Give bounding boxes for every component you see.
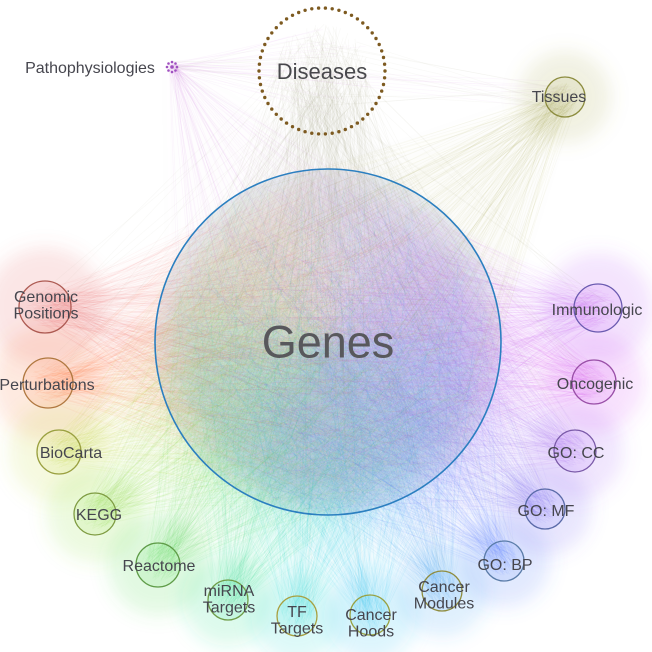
node-label-tissues: Tissues — [532, 89, 587, 106]
edge-bundle-mirna_targets — [165, 171, 493, 615]
glow-immunologic — [542, 252, 652, 364]
haze-layer — [0, 51, 652, 652]
edge-bundle-go_cc — [164, 171, 591, 513]
node-label-mirna_targets: Targets — [203, 600, 255, 617]
node-label-tf_targets: Targets — [271, 621, 323, 638]
node-tf_targets[interactable] — [276, 595, 318, 637]
node-label-go_bp: GO: BP — [477, 557, 532, 574]
edge-bundle-diseases — [38, 23, 610, 631]
node-label-perturbations: Perturbations — [0, 377, 95, 394]
node-label-kegg: KEGG — [76, 507, 122, 524]
node-label-oncogenic: Oncogenic — [557, 376, 634, 393]
edge-bundle-immunologic — [162, 172, 616, 513]
node-label-genomic_positions: Positions — [14, 306, 79, 323]
node-label-go_mf: GO: MF — [518, 503, 575, 520]
edge-bundle-go_bp — [159, 175, 519, 576]
fan-immunologic — [306, 170, 598, 514]
node-label-mirna_targets: miRNA — [204, 583, 255, 600]
edge-layer — [26, 23, 616, 631]
node-genomic_positions[interactable] — [18, 280, 72, 334]
node-immunologic[interactable] — [573, 283, 623, 333]
node-label-cancer_hoods: Cancer — [345, 607, 397, 624]
edge-bundle-biocarta — [42, 171, 496, 509]
node-label-pathophysiologies: Pathophysiologies — [25, 60, 155, 77]
node-label-reactome: Reactome — [123, 558, 196, 575]
node-label-biocarta: BioCarta — [40, 445, 102, 462]
edge-bundle-oncogenic — [158, 170, 611, 513]
edge-bundle-cancer_modules — [168, 170, 495, 606]
node-label-tf_targets: TF — [287, 604, 307, 621]
node-label-cancer_modules: Modules — [414, 596, 474, 613]
edge-bundle-perturbations — [30, 175, 495, 506]
node-label-go_cc: GO: CC — [548, 445, 605, 462]
node-go_cc[interactable] — [553, 429, 597, 473]
node-kegg[interactable] — [73, 492, 117, 536]
center-node[interactable] — [154, 168, 502, 516]
node-oncogenic[interactable] — [571, 359, 617, 405]
node-perturbations[interactable] — [22, 357, 74, 409]
node-label-genomic_positions: Genomic — [14, 289, 78, 306]
edge-bundle-cancer_hoods — [165, 171, 496, 630]
label-layer: Genes Pathophysiologies DiseasesTissuesGen… — [0, 59, 642, 641]
node-label-diseases: Diseases — [277, 59, 367, 84]
node-diseases[interactable] — [257, 6, 387, 136]
node-label-cancer_modules: Cancer — [418, 579, 470, 596]
node-biocarta[interactable] — [36, 429, 82, 475]
glow-mirna_targets — [182, 554, 274, 646]
node-pathophysiologies[interactable] — [165, 60, 179, 74]
node-go_mf[interactable] — [524, 488, 566, 530]
node-layer — [18, 6, 623, 637]
glow-tf_targets — [251, 570, 343, 652]
node-label-cancer_hoods: Hoods — [348, 624, 394, 641]
node-label-immunologic: Immunologic — [552, 302, 643, 319]
node-mirna_targets[interactable] — [207, 579, 249, 621]
edge-bundle-pathophysiologies — [167, 28, 572, 516]
center-node-label: Genes — [262, 316, 395, 367]
node-cancer_hoods[interactable] — [349, 594, 391, 636]
edge-bundle-tissues — [159, 82, 580, 508]
node-cancer_modules[interactable] — [421, 570, 463, 612]
node-tissues[interactable] — [544, 76, 586, 118]
edge-bundle-tf_targets — [161, 180, 501, 631]
node-go_bp[interactable] — [483, 540, 525, 582]
edge-bundle-go_mf — [161, 171, 560, 524]
glow-tissues — [519, 51, 611, 143]
node-reactome[interactable] — [135, 542, 181, 588]
glow-cancer_hoods — [324, 569, 416, 652]
edge-bundle-genomic_positions — [26, 175, 493, 508]
edge-bundle-reactome — [141, 175, 498, 582]
edge-bundle-kegg — [79, 177, 497, 530]
